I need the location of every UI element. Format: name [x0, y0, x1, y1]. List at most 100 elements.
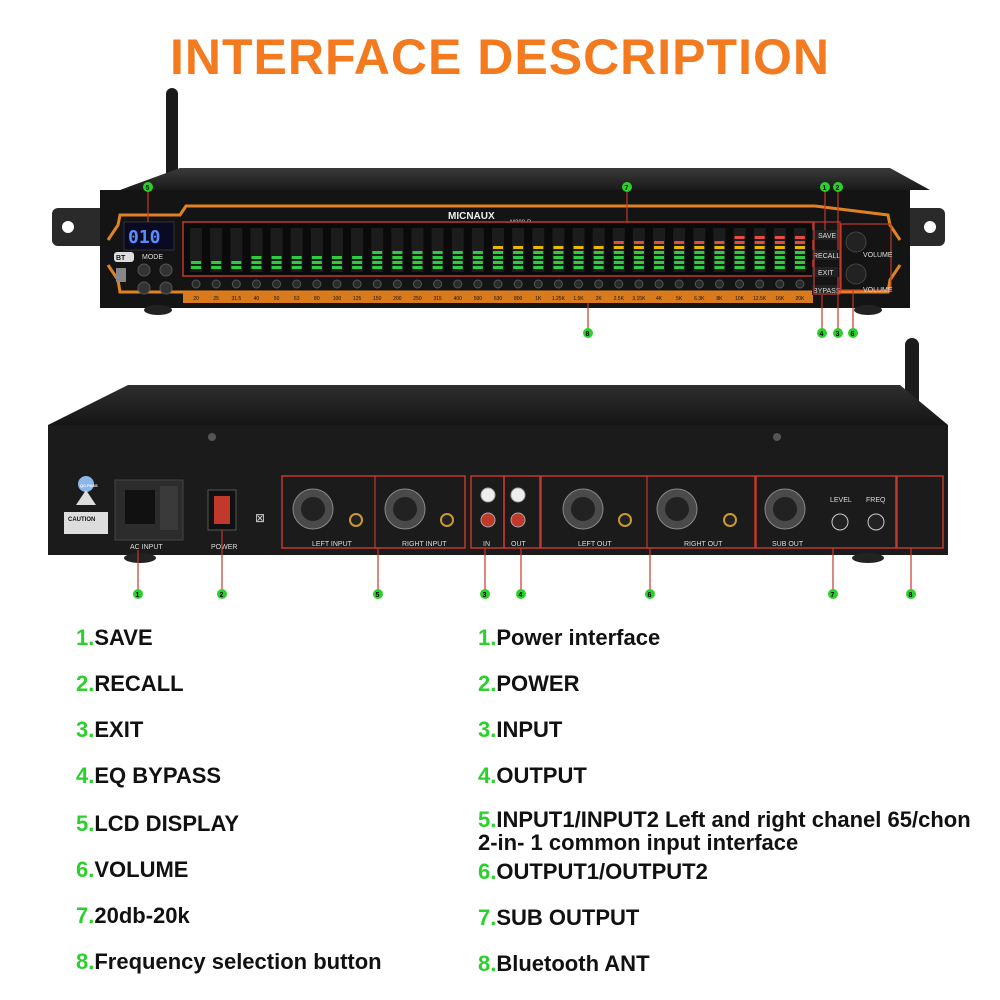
freq-select-button[interactable]	[574, 279, 584, 289]
eq-led-segment	[794, 256, 805, 259]
in-label: IN	[483, 541, 490, 548]
bypass-button[interactable]	[812, 285, 838, 295]
eq-led-segment	[372, 266, 383, 269]
eq-led-segment	[231, 261, 242, 264]
exit-button[interactable]	[812, 267, 838, 277]
eq-led-segment	[754, 241, 765, 244]
rca-out-r[interactable]	[510, 487, 526, 503]
eq-led-segment	[613, 256, 624, 259]
marker-8-label: 8	[909, 592, 913, 599]
freq-select-button[interactable]	[211, 279, 221, 289]
eq-led-segment	[533, 246, 544, 249]
freq-select-button[interactable]	[654, 279, 664, 289]
freq-select-button[interactable]	[433, 279, 443, 289]
freq-select-button[interactable]	[473, 279, 483, 289]
freq-label: 1.5K	[573, 296, 584, 302]
rca-out-l[interactable]	[510, 512, 526, 528]
eq-slider-track	[451, 228, 464, 272]
freq-select-button[interactable]	[412, 279, 422, 289]
marker-8	[906, 589, 916, 599]
freq-knob[interactable]	[867, 513, 885, 531]
eq-slider-track	[532, 228, 545, 272]
eq-led-segment	[593, 266, 604, 269]
bt-badge	[114, 252, 134, 262]
volume-knob-2[interactable]	[845, 263, 867, 285]
freq-select-button[interactable]	[231, 279, 241, 289]
recall-button[interactable]	[812, 250, 838, 260]
level-label: LEVEL	[830, 497, 852, 504]
freq-select-button[interactable]	[634, 279, 644, 289]
jack-right-out[interactable]	[723, 513, 737, 527]
freq-select-button[interactable]	[453, 279, 463, 289]
freq-select-button[interactable]	[332, 279, 342, 289]
power-rocker[interactable]	[214, 496, 230, 524]
freq-select-button[interactable]	[191, 279, 201, 289]
rca-in-l[interactable]	[480, 512, 496, 528]
eq-led-segment	[794, 246, 805, 249]
legend-right-item: 6.OUTPUT1/OUTPUT2	[478, 859, 708, 884]
eq-led-segment	[452, 251, 463, 254]
freq-select-button[interactable]	[272, 279, 282, 289]
freq-select-button[interactable]	[312, 279, 322, 289]
rack-hole	[924, 221, 936, 233]
play-button[interactable]	[137, 281, 151, 295]
usb-port[interactable]	[116, 268, 126, 282]
eq-led-segment	[674, 246, 685, 249]
freq-select-button[interactable]	[674, 279, 684, 289]
eq-led-segment	[794, 251, 805, 254]
freq-select-button[interactable]	[251, 279, 261, 289]
prev-button[interactable]	[159, 281, 173, 295]
eq-led-segment	[654, 261, 665, 264]
freq-select-button[interactable]	[755, 279, 765, 289]
eq-slider-track	[612, 228, 625, 272]
freq-select-button[interactable]	[614, 279, 624, 289]
eq-led-segment	[774, 236, 785, 239]
xlr-inner	[773, 497, 797, 521]
jack-left-input[interactable]	[349, 513, 363, 527]
freq-label: 500	[474, 296, 483, 302]
freq-select-button[interactable]	[775, 279, 785, 289]
fuse-holder	[160, 486, 178, 530]
eq-slider-track	[431, 228, 444, 272]
rear-panel	[48, 425, 948, 555]
save-button[interactable]	[812, 230, 838, 240]
rca-in-r[interactable]	[480, 487, 496, 503]
freq-select-button[interactable]	[352, 279, 362, 289]
marker-2	[217, 589, 227, 599]
freq-label: 250	[413, 296, 422, 302]
freq-select-button[interactable]	[533, 279, 543, 289]
eq-led-segment	[633, 266, 644, 269]
jack-right-input[interactable]	[440, 513, 454, 527]
freq-select-button[interactable]	[735, 279, 745, 289]
jack-left-out[interactable]	[618, 513, 632, 527]
freq-select-button[interactable]	[694, 279, 704, 289]
freq-select-button[interactable]	[594, 279, 604, 289]
eq-led-segment	[794, 236, 805, 239]
freq-select-button[interactable]	[493, 279, 503, 289]
volume-knob-1[interactable]	[845, 231, 867, 253]
eq-led-segment	[694, 256, 705, 259]
eq-led-segment	[553, 251, 564, 254]
freq-select-button[interactable]	[392, 279, 402, 289]
eq-led-segment	[633, 241, 644, 244]
eq-led-segment	[613, 251, 624, 254]
freq-select-button[interactable]	[714, 279, 724, 289]
legend-right-item: 8.Bluetooth ANT	[478, 951, 650, 976]
freq-select-button[interactable]	[513, 279, 523, 289]
power-label: POWER	[211, 544, 237, 551]
level-knob[interactable]	[831, 513, 849, 531]
freq-label: 200	[393, 296, 402, 302]
marker-2	[833, 182, 843, 192]
freq-label: 400	[454, 296, 463, 302]
next-button[interactable]	[159, 263, 173, 277]
eq-led-segment	[251, 256, 262, 259]
mode-button[interactable]	[137, 263, 151, 277]
freq-select-button[interactable]	[795, 279, 805, 289]
eq-slider-track	[270, 228, 283, 272]
eq-led-segment	[654, 266, 665, 269]
freq-select-button[interactable]	[292, 279, 302, 289]
freq-select-button[interactable]	[553, 279, 563, 289]
eq-led-segment	[553, 266, 564, 269]
freq-select-button[interactable]	[372, 279, 382, 289]
eq-led-segment	[774, 266, 785, 269]
